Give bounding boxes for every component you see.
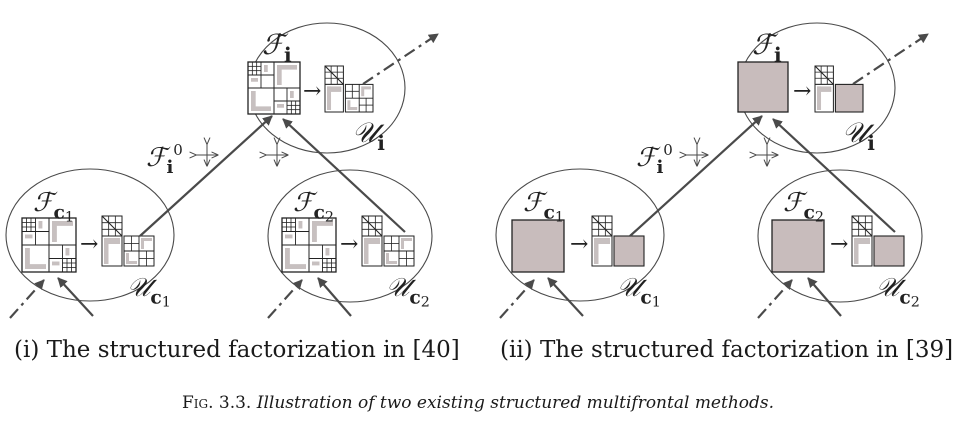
child1-update-label: 𝒰c1	[127, 273, 171, 310]
edge-into-child1-a	[499, 279, 535, 319]
parent-arrow-glyph: →	[303, 79, 321, 104]
parent-front-matrix	[737, 61, 789, 113]
edge-into-child2-a	[267, 279, 303, 319]
child2-front-matrix	[281, 217, 337, 273]
edge-into-child2-b	[807, 277, 842, 317]
child2-update-label: 𝒰c2	[876, 273, 920, 310]
child2-update-label: 𝒰c2	[386, 273, 430, 310]
subcaption-dense: (ii) The structured factorization in [39…	[500, 337, 954, 363]
child1-update-matrix	[101, 215, 155, 267]
parent-arrow-glyph: →	[793, 79, 811, 104]
edge-parent-to-ancestor	[362, 33, 439, 85]
child1-front-matrix	[21, 217, 77, 273]
child2-update-matrix	[851, 215, 905, 267]
parent-update-label: 𝒰i	[842, 116, 875, 155]
edge-parent-to-ancestor	[852, 33, 929, 85]
parent-front-matrix	[247, 61, 301, 115]
figure-caption-text: Illustration of two existing structured …	[256, 393, 775, 413]
edge-child1-to-parent	[139, 115, 273, 237]
subcaption-structured: (i) The structured factorization in [40]	[14, 337, 460, 363]
child2-arrow-glyph: →	[340, 232, 358, 257]
child1-arrow-glyph: →	[570, 232, 588, 257]
parent-front-label: ℱi	[752, 28, 782, 67]
child1-update-matrix	[591, 215, 645, 267]
extend-add-icon-left	[196, 144, 218, 166]
child2-update-matrix	[361, 215, 415, 267]
edge-child2-to-parent	[772, 118, 896, 233]
child2-front-matrix	[771, 219, 825, 273]
extend-add-icon-left	[686, 144, 708, 166]
child2-arrow-glyph: →	[830, 232, 848, 257]
initial-front-label: ℱi0	[146, 141, 183, 178]
child1-update-label: 𝒰c1	[617, 273, 661, 310]
child1-arrow-glyph: →	[80, 232, 98, 257]
parent-front-label: ℱi	[262, 28, 292, 67]
figure-label: Fig. 3.3.	[181, 393, 252, 413]
node-child2-ellipse	[267, 169, 433, 303]
edge-into-child1-a	[9, 279, 45, 319]
node-child1-ellipse	[495, 168, 665, 302]
edge-into-child2-a	[757, 279, 793, 319]
edge-child2-to-parent	[282, 118, 406, 233]
extend-add-icon-right	[266, 144, 288, 166]
child1-front-matrix	[511, 219, 565, 273]
parent-update-label: 𝒰i	[352, 116, 385, 155]
parent-update-matrix	[814, 65, 864, 113]
parent-update-matrix	[324, 65, 374, 113]
node-child1-ellipse	[5, 168, 175, 302]
extend-add-icon-right	[756, 144, 778, 166]
edge-into-child1-b	[57, 277, 94, 317]
figure-caption: Fig. 3.3. Illustration of two existing s…	[0, 393, 956, 413]
initial-front-label: ℱi0	[636, 141, 673, 178]
edge-child1-to-parent	[629, 115, 763, 237]
edge-into-child1-b	[547, 277, 584, 317]
edge-into-child2-b	[317, 277, 352, 317]
node-child2-ellipse	[757, 169, 923, 303]
